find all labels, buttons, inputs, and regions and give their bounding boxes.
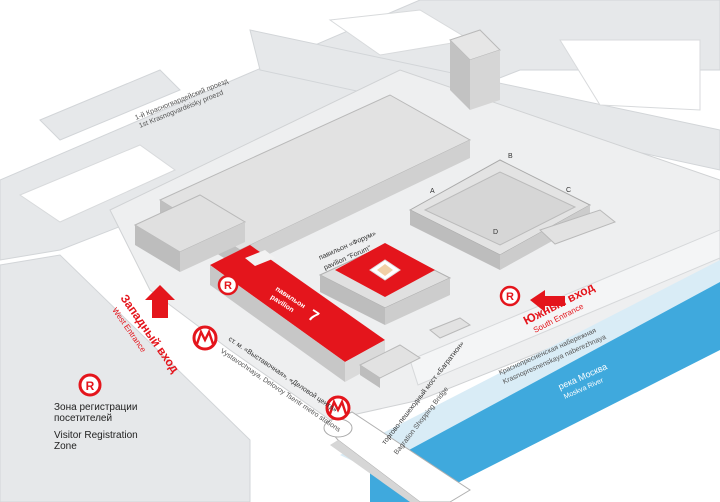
small-buildings-south — [358, 209, 617, 388]
hall-letter-a: A — [430, 188, 435, 195]
legend-en-line2: Zone — [54, 441, 77, 452]
registration-r-icon: R — [506, 291, 514, 303]
tower-building — [449, 29, 501, 110]
pavilion-7[interactable] — [210, 245, 385, 382]
metro-m-icon — [328, 398, 348, 415]
registration-r-icon: R — [86, 379, 95, 393]
hall-letter-b: B — [508, 153, 513, 160]
south-entrance-arrow-icon — [530, 290, 565, 312]
registration-marker-south[interactable]: R — [499, 285, 521, 307]
hall-letter-d: D — [493, 229, 498, 236]
legend-en-line1: Visitor Registration — [54, 430, 138, 441]
legend-ru-line1: Зона регистрации — [54, 402, 138, 413]
metro-marker-bridge[interactable] — [325, 395, 351, 421]
bagration-bridge[interactable] — [323, 411, 471, 502]
forum-pavilion[interactable] — [318, 243, 452, 325]
embankment-road — [409, 229, 720, 386]
registration-marker-west[interactable]: R — [217, 274, 239, 296]
metro-marker-west[interactable] — [192, 325, 218, 351]
metro-m-icon — [195, 328, 215, 345]
legend-registration-ru: Зона регистрации посетителей — [54, 402, 137, 424]
hall-letter-c: C — [566, 187, 571, 194]
legend-ru-line2: посетителей — [54, 413, 113, 424]
legend-registration-symbol: R — [78, 373, 102, 397]
expo-hall-abcd: A B C D — [408, 153, 592, 270]
west-entrance-arrow-icon — [145, 285, 175, 318]
legend-registration-en: Visitor Registration Zone — [54, 430, 138, 452]
west-building — [133, 194, 247, 272]
river-bank — [340, 260, 720, 470]
registration-r-icon: R — [224, 280, 232, 292]
moskva-river — [370, 280, 720, 502]
